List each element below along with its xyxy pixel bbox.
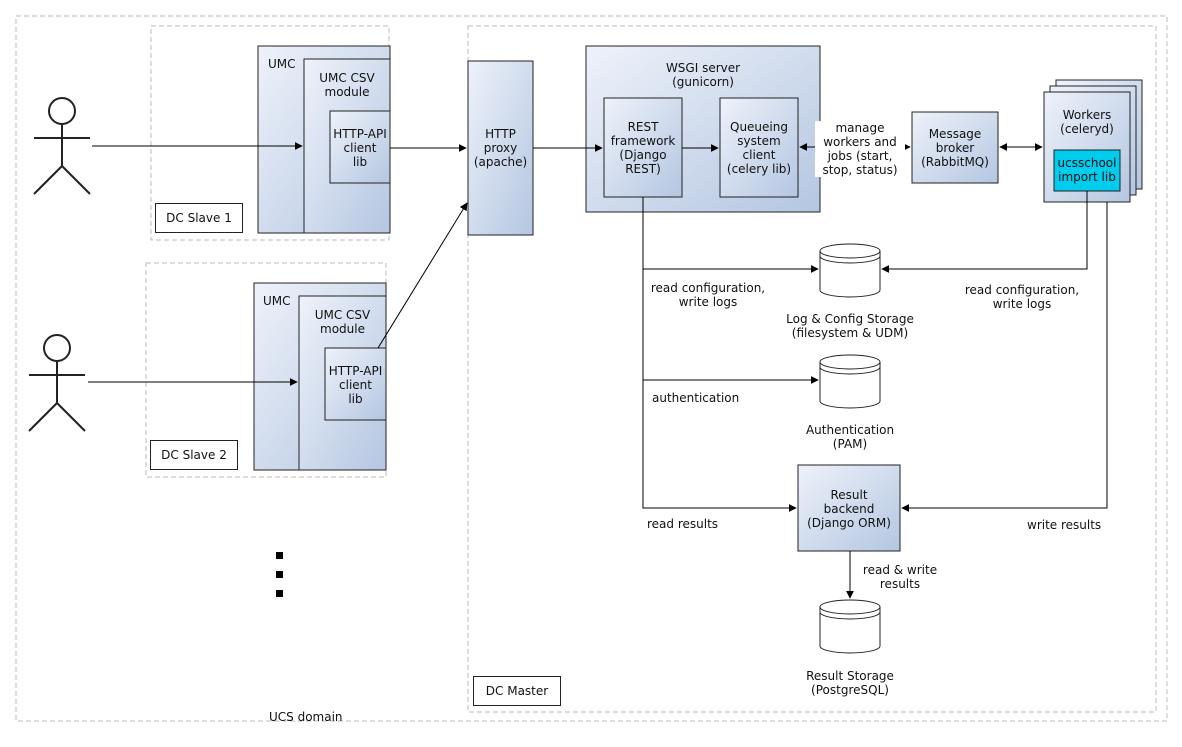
http-api-box-1: [329, 110, 391, 184]
ellipsis-dot: [276, 590, 283, 597]
arrow-workers-to-result: [901, 202, 1108, 512]
import-lib-box: [1053, 149, 1121, 192]
import-lib-label: ucsschool import lib: [1057, 156, 1117, 184]
dc-slave-2-label: DC Slave 2: [150, 440, 238, 470]
arrow-workers-to-log: [881, 191, 1088, 273]
arrow-api2-to-proxy: [377, 202, 468, 349]
read-config-left-label: read configuration, write logs: [650, 281, 766, 309]
log-config-storage-icon: [819, 243, 881, 298]
http-api-label-1: HTTP-API client lib: [333, 127, 387, 169]
ellipsis-dot: [276, 552, 283, 559]
result-storage-label: Result Storage (PostgreSQL): [806, 669, 894, 697]
result-backend-box: [797, 464, 901, 552]
wsgi-server-label: WSGI server (gunicorn): [665, 61, 741, 89]
umc-label-2: UMC: [263, 294, 291, 308]
http-api-box-2: [324, 347, 387, 421]
workers-label: Workers (celeryd): [1060, 108, 1114, 136]
authentication-label: authentication: [652, 391, 740, 405]
read-write-results-label: read & write results: [862, 563, 938, 591]
line-rest-down: [642, 197, 797, 512]
message-broker-label: Message broker (RabbitMQ): [921, 127, 989, 169]
read-results-label: read results: [647, 517, 719, 531]
dc-master-label: DC Master: [473, 676, 561, 706]
ucs-domain-label: UCS domain: [269, 710, 343, 724]
result-storage-icon: [819, 599, 881, 654]
dc-master-boundary: [467, 25, 1157, 713]
umc-csv-label-2: UMC CSV module: [314, 308, 371, 336]
message-broker-box: [911, 111, 999, 184]
user-actor-2-icon: [28, 334, 86, 432]
ellipsis-dot: [276, 571, 283, 578]
dc-slave-1-label: DC Slave 1: [155, 203, 243, 233]
rest-framework-label: REST framework (Django REST): [610, 120, 676, 176]
http-api-label-2: HTTP-API client lib: [328, 364, 383, 406]
write-results-label: write results: [1027, 518, 1102, 532]
log-storage-label: Log & Config Storage (filesystem & UDM): [786, 312, 914, 340]
auth-storage-label: Authentication (PAM): [805, 423, 895, 451]
user-actor-1-icon: [33, 97, 91, 195]
queue-client-box: [719, 97, 799, 198]
authentication-storage-icon: [819, 354, 881, 409]
umc-csv-label-1: UMC CSV module: [319, 71, 375, 99]
manage-workers-label: manage workers and jobs (start, stop, st…: [815, 121, 905, 177]
result-backend-label: Result backend (Django ORM): [807, 488, 891, 530]
queue-client-label: Queueing system client (celery lib): [726, 120, 792, 176]
read-config-right-label: read configuration, write logs: [964, 283, 1080, 311]
http-proxy-box: [467, 60, 534, 236]
http-proxy-label: HTTP proxy (apache): [473, 127, 528, 169]
umc-label-1: UMC: [268, 57, 296, 71]
